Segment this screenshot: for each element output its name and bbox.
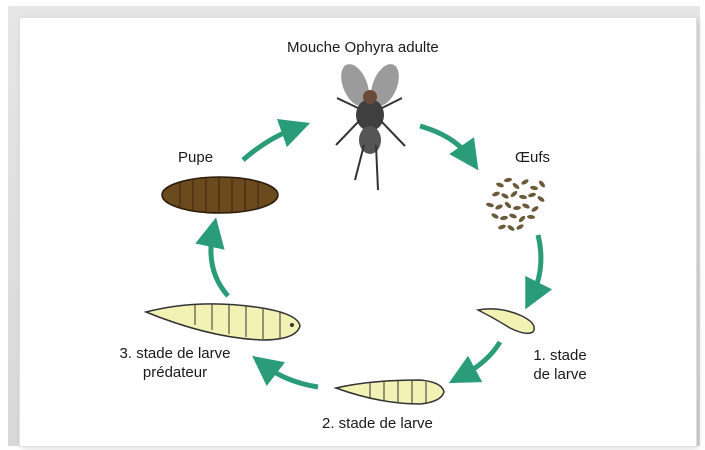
label-larva-stage-1-line2: de larve xyxy=(520,365,600,384)
label-larva-stage-3-line2: prédateur xyxy=(95,363,255,382)
label-larva-stage-1-line1: 1. stade xyxy=(520,346,600,365)
label-pupa: Pupe xyxy=(178,148,213,167)
arrow-eggs-to-larva1 xyxy=(532,235,541,296)
pupa-shape xyxy=(162,177,278,213)
label-larva-stage-3-line1: 3. stade de larve xyxy=(95,344,255,363)
larva-large xyxy=(146,304,300,340)
arrow-larva2-to-larva3 xyxy=(264,365,318,387)
label-larva-stage-3: 3. stade de larve prédateur xyxy=(95,344,255,382)
arrow-larva3-to-pupa xyxy=(211,232,228,296)
label-eggs: Œufs xyxy=(515,148,550,167)
eggs-cluster xyxy=(486,177,546,232)
label-larva-stage-1: 1. stade de larve xyxy=(520,346,600,384)
larva-medium xyxy=(336,380,444,404)
label-larva-stage-2: 2. stade de larve xyxy=(322,414,433,433)
arrow-larva1-to-larva2 xyxy=(462,342,500,376)
arrow-pupa-to-adult xyxy=(243,128,296,160)
label-adult-fly: Mouche Ophyra adulte xyxy=(287,38,439,57)
fly-image xyxy=(336,60,405,190)
larva-small xyxy=(478,309,534,333)
arrow-adult-to-eggs xyxy=(420,126,470,158)
